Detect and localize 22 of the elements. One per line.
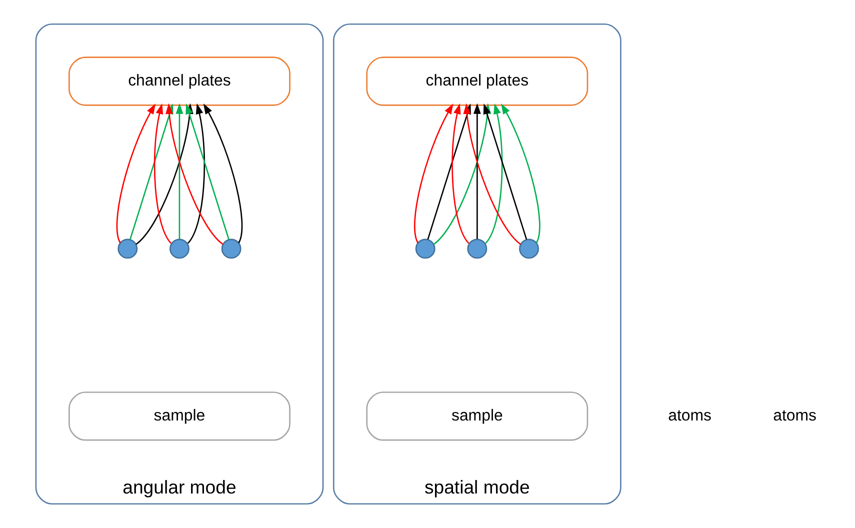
node-circle [518,238,538,259]
arrow [153,103,172,244]
arrow [451,103,469,244]
arrow [175,103,183,239]
node-box: sample [68,392,290,441]
arrow [484,103,502,244]
arrow [202,103,242,244]
arrow [500,103,540,244]
node-circle [220,238,241,259]
node-box: sample [366,392,588,441]
node-circle [414,238,435,259]
arrow [186,103,205,244]
node-box: channel plates [366,56,588,106]
arrow [116,103,156,244]
node-circle [169,238,189,259]
arrow [472,103,480,239]
label: atoms [668,407,712,424]
node-circle [117,238,138,259]
label: atoms [772,407,816,424]
node-circle [466,238,487,259]
node-box: channel plates [68,56,290,106]
arrow [414,103,453,244]
